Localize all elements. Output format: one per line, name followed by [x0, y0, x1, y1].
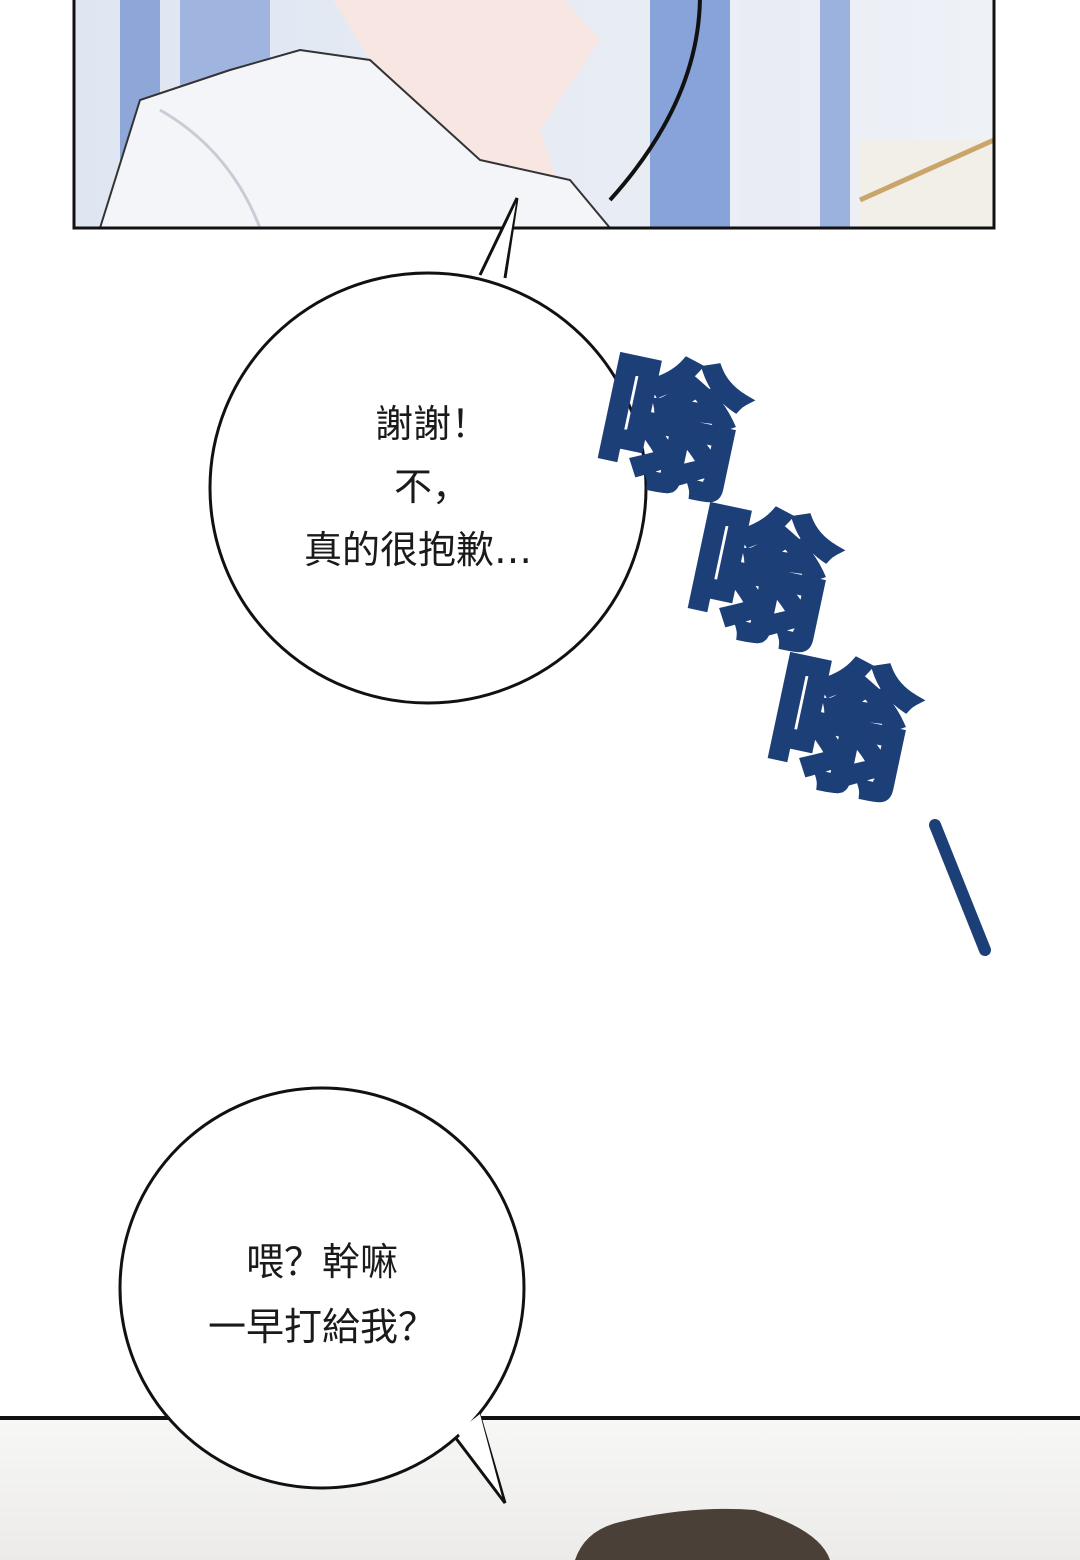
- bubble-bottom-line-2: 一早打給我？: [207, 1305, 437, 1349]
- bubble-top-line-2: 不，: [393, 465, 471, 509]
- bottom-panel: [0, 1416, 1080, 1560]
- sfx-char-3: 嗡: [751, 632, 929, 828]
- top-panel: [72, 0, 996, 230]
- bubble-bottom-line-1: 喂？幹嘛: [245, 1240, 399, 1284]
- speech-bubble-top: [208, 197, 648, 705]
- sfx-char-1: 嗡: [581, 332, 759, 528]
- bubble-top-line-3: 真的很抱歉…: [303, 528, 533, 572]
- speech-bubble-bottom: [118, 1086, 526, 1504]
- bubble-top-line-1: 謝謝！: [374, 402, 490, 446]
- sfx-char-2: 嗡: [671, 482, 849, 678]
- sfx-dash-stroke: [929, 819, 991, 956]
